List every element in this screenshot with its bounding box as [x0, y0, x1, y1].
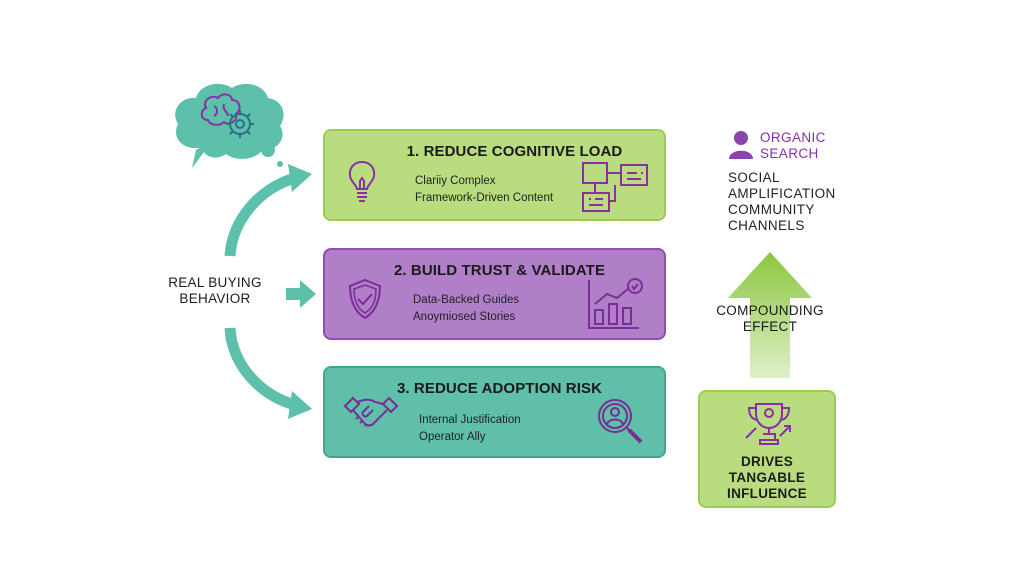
step-title: 3. REDUCE ADOPTION RISK	[396, 380, 603, 397]
flow-arrows	[224, 164, 316, 419]
flowchart-icon	[582, 162, 648, 212]
shield-check-icon	[348, 278, 382, 320]
step-lines: Data-Backed Guides Anoymiosed Stories	[413, 294, 520, 323]
step-card-1: 1. REDUCE COGNITIVE LOAD Clariiy Complex…	[323, 129, 666, 221]
arrow-to-step-2	[286, 288, 302, 300]
lightbulb-icon	[348, 160, 376, 202]
source-label: REAL BUYING BEHAVIOR	[168, 275, 262, 306]
step-card-2: 2. BUILD TRUST & VALIDATE Data-Backed Gu…	[323, 248, 666, 340]
outcome-card: DRIVES TANGABLE INFLUENCE	[698, 390, 836, 508]
step-lines: Clariiy Complex Framework-Driven Content	[415, 175, 554, 204]
compounding-label: COMPOUNDING EFFECT	[716, 303, 824, 334]
growth-chart-icon	[588, 278, 643, 329]
user-icon	[729, 131, 753, 159]
outcome-label: DRIVES TANGABLE INFLUENCE	[727, 454, 807, 501]
gear-icon	[226, 110, 254, 138]
user-search-icon	[598, 399, 643, 444]
step-lines: Internal Justification Operator Ally	[419, 414, 521, 443]
arrow-to-step-1	[224, 172, 297, 257]
step-card-3: 3. REDUCE ADOPTION RISK Internal Justifi…	[323, 366, 666, 458]
step-title: 2. BUILD TRUST & VALIDATE	[393, 262, 606, 279]
compounding-arrow	[728, 252, 812, 378]
arrow-to-step-3	[224, 327, 297, 411]
step-title: 1. REDUCE COGNITIVE LOAD	[406, 143, 623, 160]
handshake-icon	[343, 396, 399, 427]
other-channels: SOCIAL AMPLIFICATION COMMUNITY CHANNELS	[728, 170, 836, 233]
thought-bubble	[175, 83, 284, 168]
trophy-icon	[745, 403, 791, 445]
primary-channel: ORGANIC SEARCH	[760, 130, 826, 161]
